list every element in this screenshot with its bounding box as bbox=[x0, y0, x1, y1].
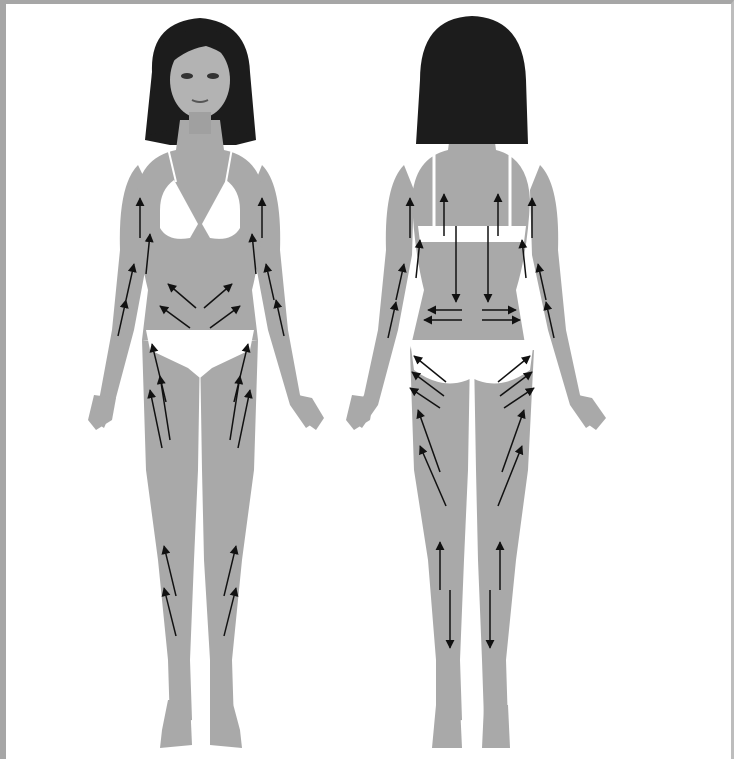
back-right-arm bbox=[530, 165, 598, 428]
front-hair-side-left bbox=[150, 40, 170, 135]
back-left-foot bbox=[432, 705, 462, 748]
back-right-hand bbox=[578, 395, 606, 430]
back-hair bbox=[416, 16, 528, 144]
front-figure bbox=[88, 18, 324, 748]
back-left-hand bbox=[346, 395, 374, 430]
front-right-leg bbox=[200, 340, 258, 725]
back-figure bbox=[346, 16, 606, 748]
front-neck bbox=[189, 112, 211, 134]
front-right-hand bbox=[298, 395, 324, 430]
front-right-foot bbox=[210, 700, 242, 748]
back-bikini-strap bbox=[418, 226, 526, 242]
front-left-leg bbox=[142, 340, 200, 725]
front-left-hand bbox=[88, 395, 116, 430]
front-left-foot bbox=[160, 700, 192, 748]
back-right-leg bbox=[474, 350, 534, 725]
back-bikini-bottom bbox=[410, 340, 534, 383]
back-left-leg bbox=[410, 350, 470, 725]
front-torso bbox=[136, 120, 264, 340]
back-left-arm bbox=[350, 165, 414, 428]
back-right-foot bbox=[482, 705, 510, 748]
